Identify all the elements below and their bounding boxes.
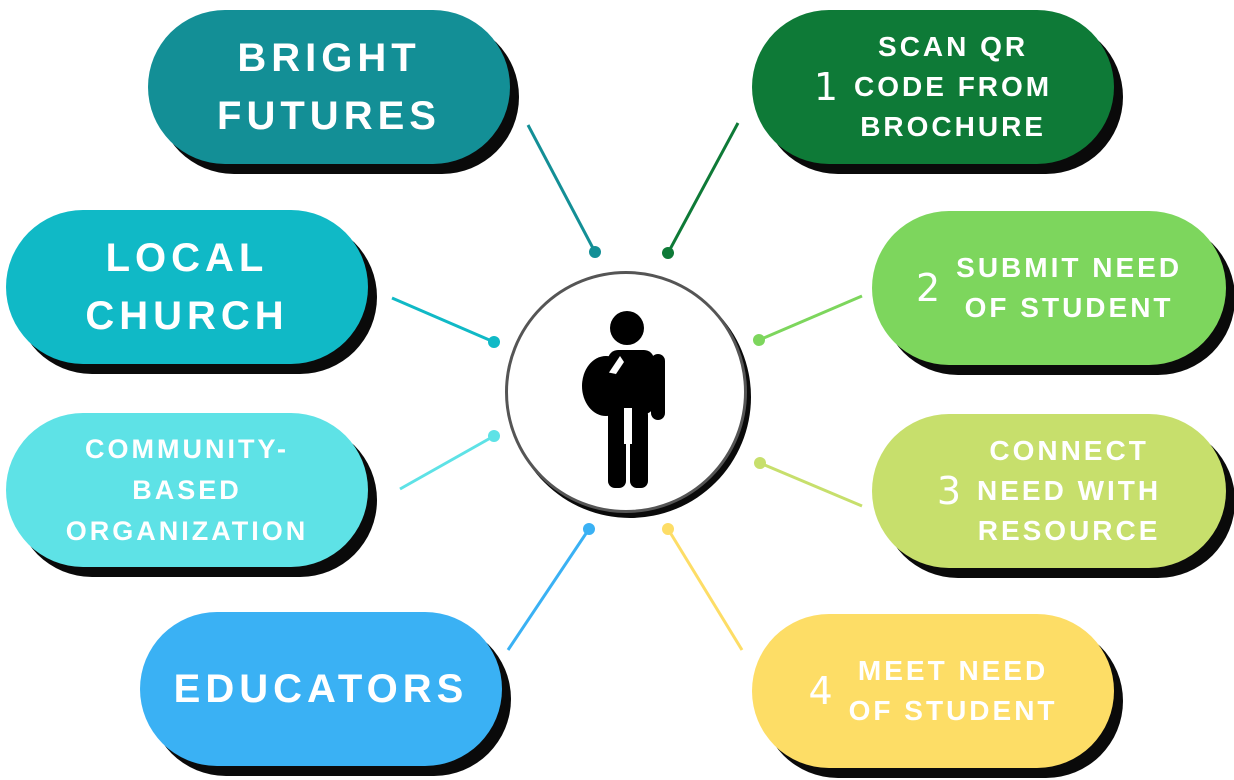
pill-label: EDUCATORS [173,667,469,711]
pill-label: LOCAL CHURCH [85,236,289,338]
pill-step-4: 4 MEET NEED OF STUDENT [752,614,1114,768]
pill-label: CONNECT NEED WITH RESOURCE [977,435,1162,546]
pill-educators: EDUCATORS [140,612,502,766]
pill-step-1: 1 SCAN QR CODE FROM BROCHURE [752,10,1114,164]
center-circle [505,271,747,513]
connector-dot-step-1 [662,247,674,259]
step-number: 2 [915,266,941,310]
connector-step-2 [758,294,863,342]
pill-step-3: 3 CONNECT NEED WITH RESOURCE [872,414,1226,568]
connector-dot-local-church [488,336,500,348]
pill-bright-futures: BRIGHT FUTURES [148,10,510,164]
student-with-backpack-icon [582,311,665,488]
connector-dot-step-4 [662,523,674,535]
connector-dot-step-2 [753,334,765,346]
step-number: 3 [936,469,962,513]
pill-label: BRIGHT FUTURES [217,36,441,138]
connector-educators [506,528,591,651]
connector-step-3 [759,461,863,508]
pill-step-2: 2 SUBMIT NEED OF STUDENT [872,211,1226,365]
connector-dot-educators [583,523,595,535]
connector-bright-futures [526,124,597,253]
connector-community [399,434,495,491]
connector-dot-step-3 [754,457,766,469]
pill-label: COMMUNITY- BASED ORGANIZATION [65,433,309,546]
pill-label: MEET NEED OF STUDENT [848,655,1058,726]
step-number: 1 [813,65,839,109]
connector-dot-bright-futures [589,246,601,258]
connector-dot-community [488,430,500,442]
pill-label: SCAN QR CODE FROM BROCHURE [854,31,1053,142]
connector-local-church [391,296,495,344]
step-number: 4 [808,669,833,713]
pill-label: SUBMIT NEED OF STUDENT [956,252,1183,323]
connector-step-1 [666,122,740,254]
pill-local-church: LOCAL CHURCH [6,210,368,364]
connector-step-4 [666,528,744,651]
pill-community-based-organization: COMMUNITY- BASED ORGANIZATION [6,413,368,567]
